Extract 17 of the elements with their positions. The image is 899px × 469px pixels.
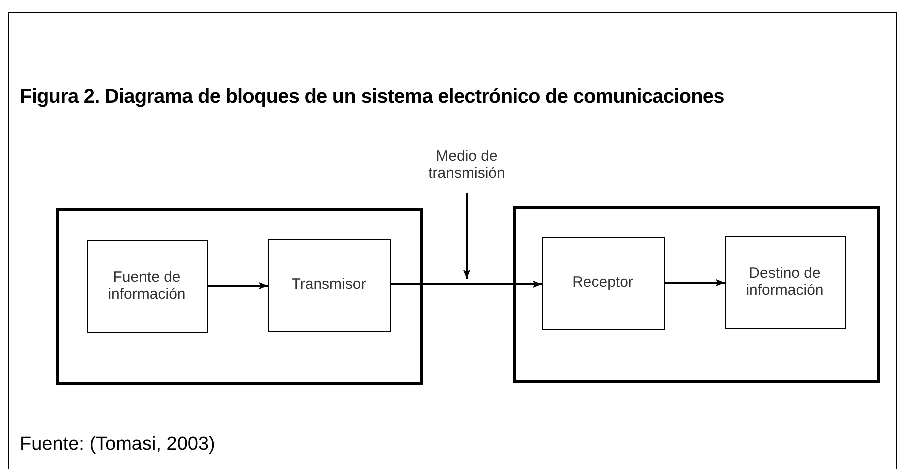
source-caption: Fuente: (Tomasi, 2003) xyxy=(20,434,216,456)
figure-title: Figura 2. Diagrama de bloques de un sistema electrónico de comunicaciones xyxy=(20,86,724,109)
process-box xyxy=(542,236,664,330)
arrow xyxy=(391,280,542,288)
block-label: Transmisor xyxy=(292,276,366,294)
block-label: Receptor xyxy=(572,274,634,292)
process-box xyxy=(724,236,846,328)
arrow xyxy=(665,279,725,287)
system-block xyxy=(56,208,423,385)
arrow xyxy=(208,282,268,290)
block-label: Destino de información xyxy=(745,264,825,300)
system-block xyxy=(513,206,880,383)
process-box xyxy=(86,240,208,332)
process-box xyxy=(268,238,390,332)
arrow xyxy=(463,193,471,279)
medium-label: Medio de transmisión xyxy=(428,148,506,182)
block-label: Fuente de información xyxy=(107,268,187,304)
